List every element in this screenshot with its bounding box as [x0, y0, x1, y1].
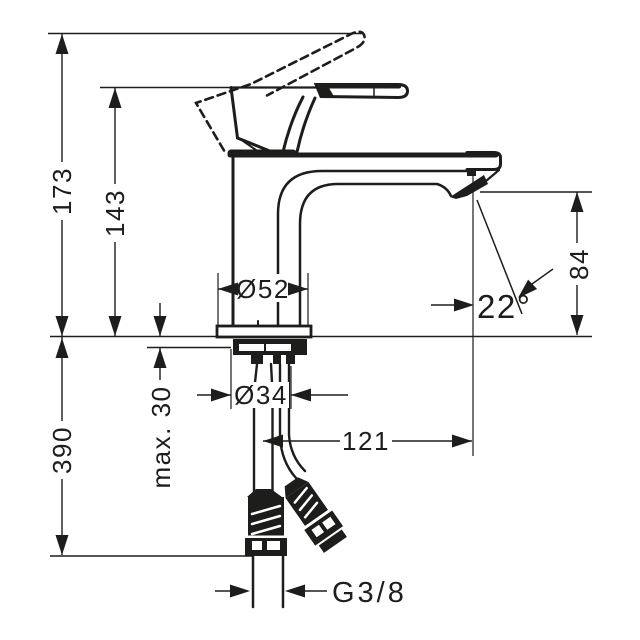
hose2-crimp-hatch	[293, 486, 319, 519]
aerator-outlet	[450, 175, 488, 199]
handle-neck-outer	[281, 95, 305, 154]
dimension-labels: 173 143 390 max. 30 84 Ø52 Ø34 121 22° G…	[47, 167, 594, 609]
dim-label-spout-angle: 22°	[477, 288, 531, 325]
dim-label-connection-thread: G3/8	[332, 577, 407, 609]
dimension-arrowheads	[55, 34, 584, 598]
hose2-nut	[304, 510, 344, 546]
spout-upper-sweep	[276, 169, 469, 328]
arrow-390-bottom	[55, 535, 69, 555]
hose2-right-edge	[287, 362, 307, 473]
arrow-84-top	[570, 192, 584, 212]
arrow-143-top	[108, 88, 122, 108]
dim-label-below-deck: 390	[47, 426, 77, 474]
label-backgrounds	[48, 162, 591, 493]
spout-lower-sweep	[298, 182, 453, 328]
handle-base-tick	[242, 140, 257, 151]
hose2-end-fitting	[284, 477, 347, 553]
arrow-143-bottom	[108, 316, 122, 336]
arrow-max30-top	[153, 316, 167, 336]
hose2-end-cap	[318, 529, 347, 553]
arrow-d52-right	[288, 282, 308, 296]
hose1-sleeve-taper	[247, 489, 282, 497]
handle-base	[229, 86, 273, 153]
arrow-d34-left	[211, 388, 231, 402]
dim-label-base-diameter: Ø52	[236, 274, 290, 304]
hose2-nut-flat-left	[311, 524, 325, 538]
hose2-nut-flat-right	[322, 516, 336, 530]
arrow-121-right	[452, 434, 472, 448]
hose1-nut-flat-right	[267, 541, 280, 550]
arrow-390-top	[55, 338, 69, 358]
hose2-sleeve-taper	[284, 477, 309, 499]
arrow-22deg-angled	[518, 279, 538, 298]
angle-line-22deg	[476, 199, 523, 315]
spout-end-step	[467, 168, 476, 176]
arrow-22deg-vertical	[454, 298, 474, 312]
hose-stub-3	[286, 355, 295, 364]
dim-label-spout-reach: 121	[342, 426, 390, 456]
dim-label-shank-diameter: Ø34	[234, 380, 288, 410]
arrow-d52-left	[218, 282, 238, 296]
hose2-crimp-sleeve	[285, 481, 328, 526]
handle-grip-front	[316, 84, 334, 97]
leader-22deg-right	[531, 268, 554, 285]
spout-tip-face	[484, 168, 501, 183]
arrow-d34-right	[291, 388, 311, 402]
arrow-g38-left	[230, 584, 250, 598]
dim-label-body-height: 143	[100, 189, 130, 237]
arrow-max30-bottom	[153, 348, 167, 368]
hose1-nut	[245, 538, 287, 556]
arrow-84-bottom	[570, 315, 584, 335]
faucet-outline	[194, 30, 502, 609]
hose-stub-2	[273, 355, 281, 364]
dim-label-spout-height: 84	[564, 248, 594, 280]
base-flange	[215, 324, 313, 339]
hose-stub-1	[251, 355, 263, 364]
hose1-crimp-hatch	[250, 504, 282, 536]
dim-label-overall-height: 173	[47, 167, 77, 215]
arrow-173-bottom	[55, 316, 69, 336]
arrow-g38-right	[285, 584, 305, 598]
arrow-173-top	[55, 34, 69, 54]
arrow-121-left	[263, 434, 283, 448]
hose1-nut-flat-left	[252, 541, 262, 550]
handle-neck-inner	[295, 96, 317, 154]
dim-label-max-mounting: max. 30	[146, 386, 176, 489]
